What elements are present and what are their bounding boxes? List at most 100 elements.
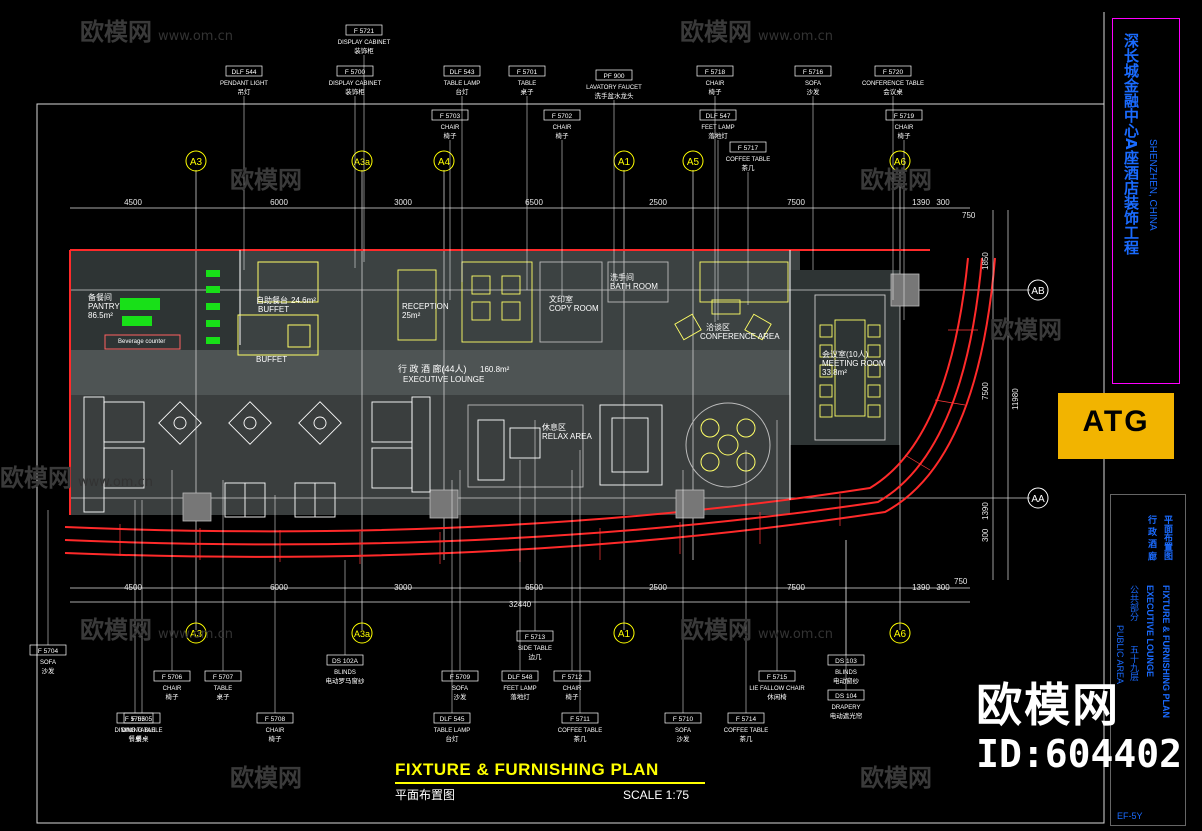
dim-bottom-7: 1390 [912, 583, 930, 592]
room-meeting-area: 33.8m² [822, 368, 847, 377]
callout-label-en: DISPLAY CABINET [338, 40, 391, 46]
callout-box [543, 109, 581, 121]
svg-text:A3: A3 [190, 629, 203, 640]
callout-label-en: CONFERENCE TABLE [862, 81, 924, 87]
drawing-title-cn: 平面布置图 [395, 788, 456, 802]
grid-bubble-right-1: AB [1027, 279, 1049, 301]
dim-top-1: 4500 [124, 198, 142, 207]
grid-bubble-right-2: AA [1027, 487, 1049, 509]
dim-bottom-2: 6000 [270, 583, 288, 592]
callout-code: F 5711 [570, 716, 590, 723]
dim-bottom-5: 2500 [649, 583, 667, 592]
callout-label-en: SIDE TABLE [518, 646, 552, 652]
room-conference-en: CONFERENCE AREA [700, 332, 780, 341]
conference-area-furniture [674, 261, 789, 341]
callout-label-en: CHAIR [553, 125, 572, 131]
callout-label-cn: 吊灯 [238, 87, 252, 96]
callout-label-en: TABLE [518, 81, 537, 87]
sheet-area-cn: 公共部分 [1128, 585, 1138, 621]
svg-text:A6: A6 [894, 629, 907, 640]
callout-label-cn: 沙发 [454, 692, 468, 701]
dim-bottom-8: 300 [936, 583, 950, 592]
room-buffet-en: BUFFET [258, 305, 289, 314]
callout-code: F 5705 [132, 716, 153, 723]
dim-right-4: 11980 [1011, 388, 1020, 410]
watermark-id: 欧模网 ID:604402 [976, 678, 1182, 776]
callout-box [336, 65, 374, 77]
callout-label-en: LAVATORY FAUCET [586, 85, 642, 91]
callout-code: F 5717 [738, 145, 759, 152]
callout-label-cn: 休闲椅 [767, 692, 787, 701]
svg-text:A3a: A3a [354, 157, 370, 167]
callout-label-en: SOFA [452, 686, 468, 692]
sheet-en-2: FIXTURE & FURNISHING PLAN [1161, 585, 1171, 719]
callout-label-cn: 装饰柜 [345, 87, 365, 96]
dim-right-7: 750 [954, 577, 968, 586]
room-labels: 备餐间 PANTRY 86.5m² 自助餐台 24.6m² BUFFET BUF… [88, 272, 886, 441]
callout-code: DLF 545 [440, 716, 465, 723]
room-buffet-cn: 自助餐台 [256, 295, 288, 305]
dim-top-4: 6500 [525, 198, 543, 207]
room-relax-en: RELAX AREA [542, 432, 592, 441]
callout-box [225, 65, 263, 77]
svg-text:AB: AB [1031, 286, 1045, 297]
svg-text:A6: A6 [894, 157, 907, 168]
dim-right-1: 750 [962, 211, 976, 220]
grid-bubble-top-5: A5 [682, 150, 704, 172]
relax-area-furniture [467, 404, 663, 488]
atg-logo: ATG [1058, 393, 1174, 459]
room-conference-cn: 洽谈区 [706, 322, 730, 332]
meeting-room-furniture [814, 294, 886, 441]
watermark: 欧模网 [860, 166, 932, 194]
callout-label-en: CHAIR [895, 125, 914, 131]
callout-label-cn: 茶几 [740, 734, 754, 743]
callout-code: DS 102A [332, 658, 359, 665]
callout-code: F 5712 [562, 674, 583, 681]
dim-top-8: 300 [936, 198, 950, 207]
callout-label-en: TABLE [214, 686, 233, 692]
callout-label-cn: 桌子 [217, 692, 231, 701]
room-lounge-area: 160.8m² [480, 365, 510, 374]
callout-code: F 5701 [517, 69, 538, 76]
callout-label-cn: 沙发 [677, 734, 691, 743]
callout-code: F 5704 [38, 648, 59, 655]
grid-bubble-top-1: A3 [185, 150, 207, 172]
callout-label-en: FEET LAMP [701, 125, 734, 131]
drawing-title: FIXTURE & FURNISHING PLAN [395, 760, 659, 779]
grid-bubble-bottom-4: A6 [889, 622, 911, 644]
dim-top-3: 3000 [394, 198, 412, 207]
callout-code: F 5700 [345, 69, 366, 76]
callout-label-cn: 椅子 [269, 734, 283, 743]
room-pantry-cn: 备餐间 [88, 292, 112, 302]
callout-label-cn: 洗手盆水龙头 [595, 91, 635, 100]
dim-bottom-4: 6500 [525, 583, 543, 592]
sheet-cn-2: 平面布置图 [1162, 515, 1172, 560]
callout-code: F 5716 [803, 69, 824, 76]
callout-box [508, 65, 546, 77]
callout-box [696, 65, 734, 77]
callout-box [729, 141, 767, 153]
room-reception-en: RECEPTION [402, 302, 449, 311]
callout-box [595, 69, 633, 81]
callout-label-en: COFFEE TABLE [558, 728, 602, 734]
room-buffet2-en: BUFFET [256, 355, 287, 364]
dim-top-6: 7500 [787, 198, 805, 207]
callout-label-en: COFFEE TABLE [724, 728, 768, 734]
watermark: 欧模网 [990, 316, 1062, 344]
room-copy-en: COPY ROOM [549, 304, 599, 313]
callout-label-cn: 茶几 [742, 163, 756, 172]
grid-bubble-bottom-3: A1 [613, 622, 635, 644]
